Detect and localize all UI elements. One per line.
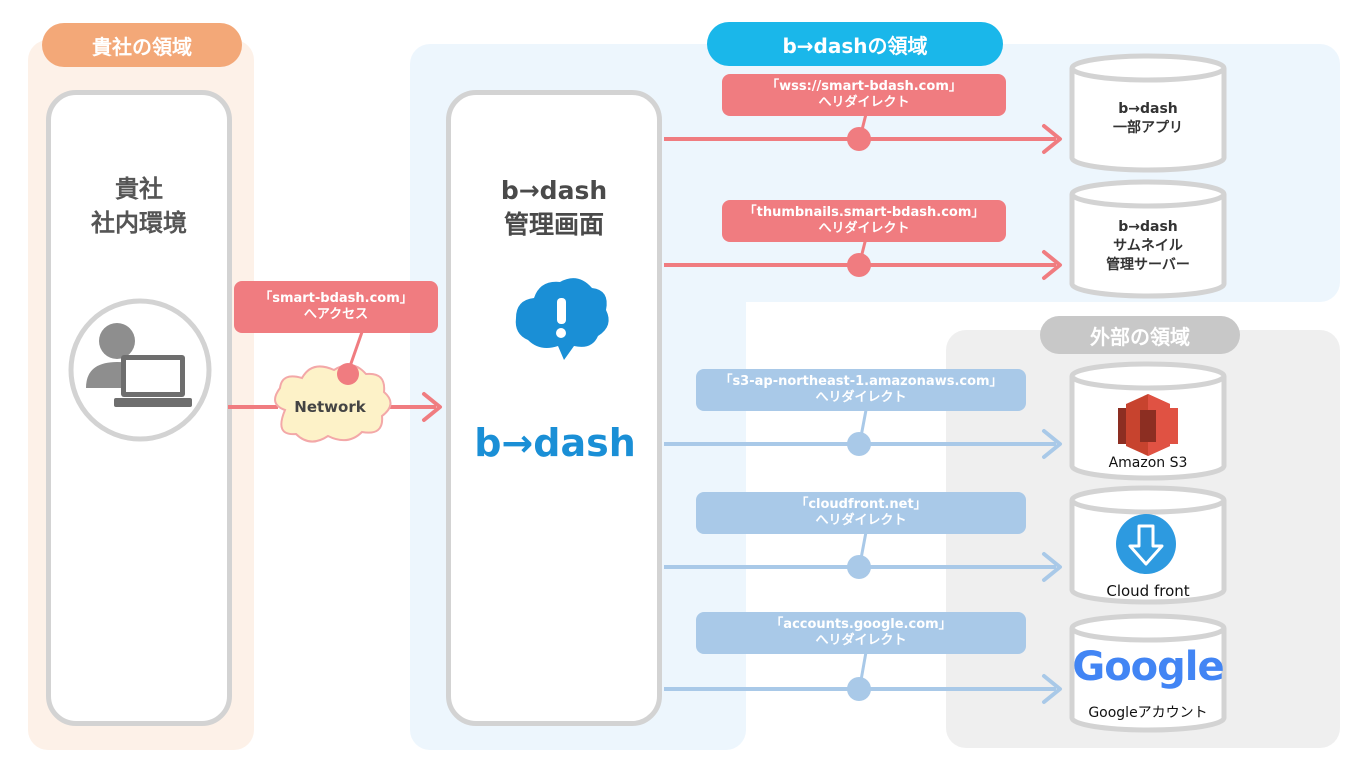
redirect-tag-google: 「accounts.google.com」 へリダイレクト [696, 612, 1026, 654]
user-laptop-icon [68, 298, 212, 442]
redirect-tag-cloudfront: 「cloudfront.net」 へリダイレクト [696, 492, 1026, 534]
destination-thumbnail-label: b→dash サムネイル 管理サーバー [1072, 218, 1224, 275]
redirect-tag-wss: 「wss://smart-bdash.com」 へリダイレクト [722, 74, 1006, 116]
company-env-line2: 社内環境 [91, 209, 187, 237]
redirect-tag-line2: へリダイレクト [818, 221, 910, 236]
destination-line2: 一部アプリ [1113, 120, 1183, 136]
amazon-s3-icon [1118, 394, 1178, 456]
admin-line2: 管理画面 [503, 210, 604, 239]
redirect-tag-line1: 「s3-ap-northeast-1.amazonaws.com」 [719, 374, 1003, 389]
company-environment-title: 貴社 社内環境 [46, 172, 232, 240]
destination-google-label: Googleアカウント [1088, 705, 1208, 721]
company-zone-label: 貴社の領域 [42, 23, 242, 67]
database-cylinder-app [1069, 53, 1227, 173]
database-cylinder-google [1069, 613, 1227, 733]
destination-line2: サムネイル [1113, 238, 1183, 254]
redirect-tag-line1: 「accounts.google.com」 [770, 617, 952, 632]
bdash-logo-text: b→dash [474, 421, 636, 465]
external-zone-label: 外部の領域 [1040, 316, 1240, 354]
cloudfront-download-icon [1116, 514, 1176, 574]
company-env-line1: 貴社 [115, 175, 163, 203]
redirect-tag-line2: へリダイレクト [818, 95, 910, 110]
network-cloud-icon [274, 363, 392, 443]
network-label: Network [294, 398, 366, 416]
redirect-tag-line1: 「wss://smart-bdash.com」 [766, 79, 962, 94]
admin-screen-box [446, 90, 662, 726]
redirect-tag-line2: へリダイレクト [815, 633, 907, 648]
access-tag-line1: 「smart-bdash.com」 [259, 291, 413, 306]
redirect-tag-thumbnails: 「thumbnails.smart-bdash.com」 へリダイレクト [722, 200, 1006, 242]
destination-cloudfront-label: Cloud front [1106, 582, 1190, 600]
bdash-zone-label: b→dashの領域 [707, 22, 1003, 66]
access-tag-line2: へアクセス [303, 307, 369, 322]
destination-line3: 管理サーバー [1106, 257, 1190, 273]
destination-line1: b→dash [1118, 101, 1178, 117]
destination-app-label: b→dash 一部アプリ [1072, 100, 1224, 138]
redirect-tag-line1: 「cloudfront.net」 [795, 497, 927, 512]
database-cylinder-thumbnail [1069, 179, 1227, 299]
admin-line1: b→dash [500, 176, 608, 205]
destination-line1: b→dash [1118, 219, 1178, 235]
redirect-tag-line1: 「thumbnails.smart-bdash.com」 [743, 205, 985, 220]
redirect-tag-line2: へリダイレクト [815, 513, 907, 528]
google-logo: Google [1072, 644, 1224, 690]
access-tag: 「smart-bdash.com」 へアクセス [234, 281, 438, 333]
destination-s3-label: Amazon S3 [1108, 455, 1188, 471]
bdash-logo-icon: b→dash [474, 278, 636, 465]
redirect-tag-line2: へリダイレクト [815, 390, 907, 405]
redirect-tag-s3: 「s3-ap-northeast-1.amazonaws.com」 へリダイレク… [696, 369, 1026, 411]
admin-screen-title: b→dash 管理画面 [446, 174, 662, 242]
